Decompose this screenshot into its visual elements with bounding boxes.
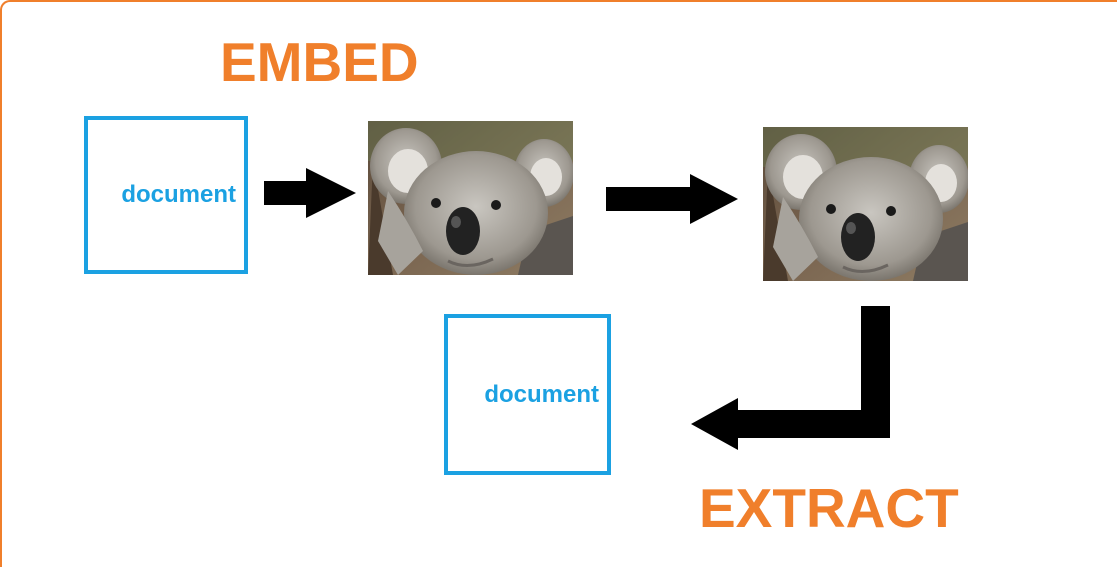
extracted-document-box: document xyxy=(444,314,611,475)
koala-photo-original xyxy=(368,121,573,275)
koala-photo-icon xyxy=(763,127,968,281)
source-document-box: document xyxy=(84,116,248,274)
extract-elbow-arrow-icon xyxy=(691,306,891,450)
embed-arrow-icon xyxy=(264,168,356,218)
koala-photo-stego xyxy=(763,127,968,281)
source-document-label: document xyxy=(121,181,236,208)
extracted-document-label: document xyxy=(484,380,599,408)
transfer-arrow-icon xyxy=(606,174,738,224)
embed-heading: EMBED xyxy=(220,31,419,93)
extract-heading: EXTRACT xyxy=(699,477,959,539)
koala-photo-icon xyxy=(368,121,573,275)
